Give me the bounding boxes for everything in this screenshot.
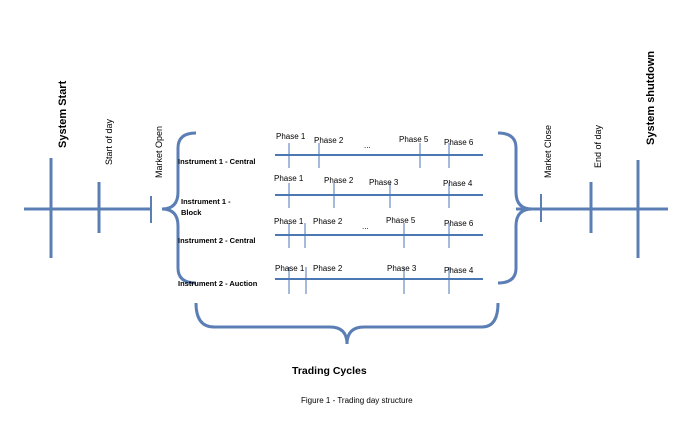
phase-label: Phase 2	[313, 264, 343, 273]
phase-label: Phase 3	[369, 178, 399, 187]
market-close-label: Market Close	[543, 125, 553, 178]
left-curly-brace	[161, 131, 197, 285]
right-curly-brace	[497, 131, 533, 285]
phase-label: Phase 4	[444, 266, 474, 275]
bottom-curly-brace	[194, 302, 500, 345]
phase-label: Phase 3	[387, 264, 417, 273]
phase-label: Phase 6	[444, 138, 474, 147]
instrument-label: Instrument 1 -	[181, 197, 231, 206]
phase-label: Phase 1	[276, 132, 306, 141]
phase-label: Phase 2	[314, 136, 344, 145]
phase-label: Phase 6	[444, 219, 474, 228]
system-start-label: System Start	[57, 80, 69, 148]
start-of-day-label: Start of day	[104, 118, 114, 165]
phase-ellipsis: ...	[364, 141, 371, 150]
phase-label: Phase 5	[386, 216, 416, 225]
phase-label: Phase 1	[275, 264, 305, 273]
instrument-label: Instrument 1 - Central	[178, 157, 256, 166]
figure-caption: Figure 1 - Trading day structure	[301, 396, 413, 405]
phase-label: Phase 1	[274, 217, 304, 226]
instrument-label: Block	[181, 208, 202, 217]
phase-ellipsis: ...	[362, 222, 369, 231]
instrument-label: Instrument 2 - Central	[178, 236, 256, 245]
phase-label: Phase 5	[399, 135, 429, 144]
end-of-day-label: End of day	[593, 124, 603, 168]
system-shutdown-label: System shutdown	[645, 51, 657, 145]
trading-cycles-label: Trading Cycles	[292, 365, 367, 377]
phase-label: Phase 2	[313, 217, 343, 226]
phase-label: Phase 2	[324, 176, 354, 185]
phase-label: Phase 4	[443, 179, 473, 188]
phase-label: Phase 1	[274, 174, 304, 183]
market-open-label: Market Open	[154, 126, 164, 178]
instrument-label: Instrument 2 - Auction	[178, 279, 258, 288]
